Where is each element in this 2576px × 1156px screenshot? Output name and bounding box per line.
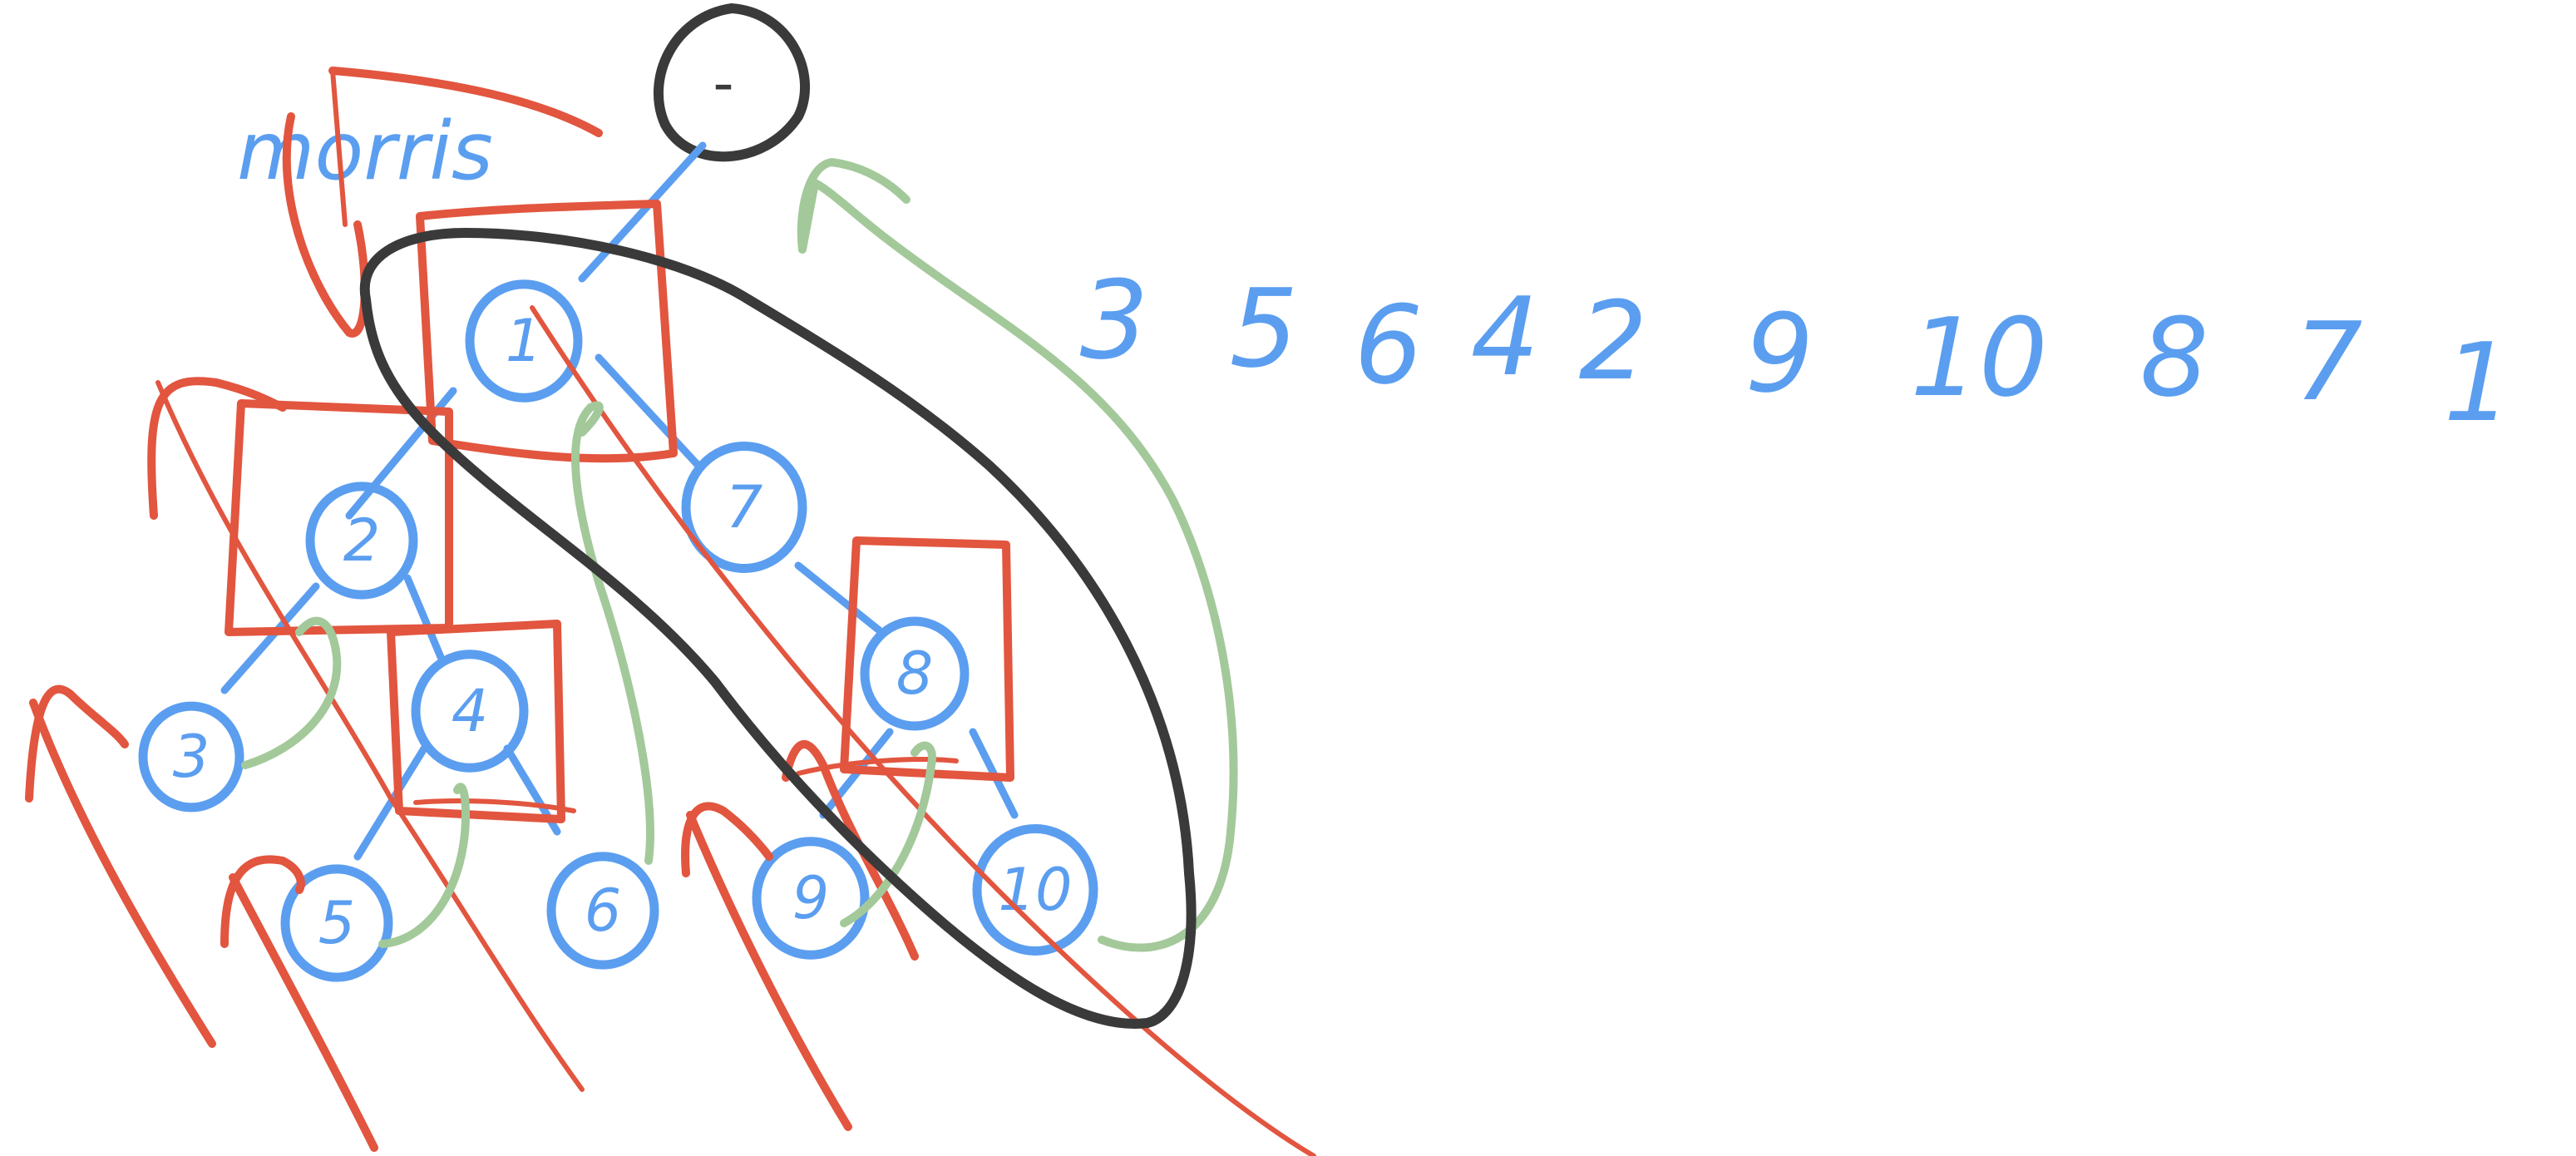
tree-node-9: 9: [752, 837, 870, 960]
red-slashes: [25, 305, 1316, 1156]
node-circle: [860, 616, 970, 731]
tree-node-6: 6: [546, 852, 659, 970]
node-circle: [972, 824, 1098, 956]
sequence-item-9: 9: [1745, 290, 1814, 417]
node-circle: [305, 482, 418, 600]
node-circle: [752, 837, 870, 960]
node-label: 6: [585, 877, 622, 945]
node-circle: [138, 701, 244, 813]
node-label: 8: [896, 640, 934, 708]
tree-node-4: 4: [411, 650, 529, 773]
tree-node-8: 8: [860, 616, 970, 731]
tree-node-2: 2: [305, 482, 418, 600]
tree-node-5: 5: [280, 864, 393, 982]
node-label: 5: [318, 889, 356, 957]
node-label: 4: [452, 677, 489, 745]
sequence-item-5: 5: [1230, 265, 1299, 392]
sequence-item-4: 4: [1471, 274, 1540, 400]
node-label: 3: [173, 723, 210, 791]
node-label: 9: [792, 864, 830, 932]
head-node: -: [578, 3, 810, 283]
node-label: 7: [726, 473, 763, 541]
morris-title: morris: [237, 105, 493, 198]
sequence-item-10: 10: [1910, 294, 2047, 421]
sequence-item-6: 6: [1355, 282, 1424, 408]
tree-node-3: 3: [138, 701, 244, 813]
tree-node-7: 7: [681, 442, 807, 573]
node-circle: [681, 442, 807, 573]
sequence-item-7: 7: [2294, 299, 2363, 425]
black-loop: [359, 228, 1197, 1029]
node-label: 10: [998, 856, 1072, 924]
green-threads: [241, 158, 1238, 952]
node-circle: [465, 279, 583, 403]
sequence-item-3: 3: [1080, 257, 1149, 383]
tree-node-1: 1: [465, 279, 583, 403]
sequence-item-1: 1: [2444, 319, 2513, 446]
red-boxes: [225, 200, 1014, 823]
sequence-item-8: 8: [2140, 294, 2209, 421]
tree-nodes: 1 2 3 4 5 6 7 8 9 10: [138, 279, 1098, 982]
node-label: 2: [343, 506, 381, 575]
svg-text:-: -: [713, 49, 733, 117]
node-circle: [546, 852, 659, 970]
tree-node-10: 10: [972, 824, 1098, 956]
sequence-item-2: 2: [1579, 278, 1648, 404]
node-circle: [411, 650, 529, 773]
node-circle: [280, 864, 393, 982]
